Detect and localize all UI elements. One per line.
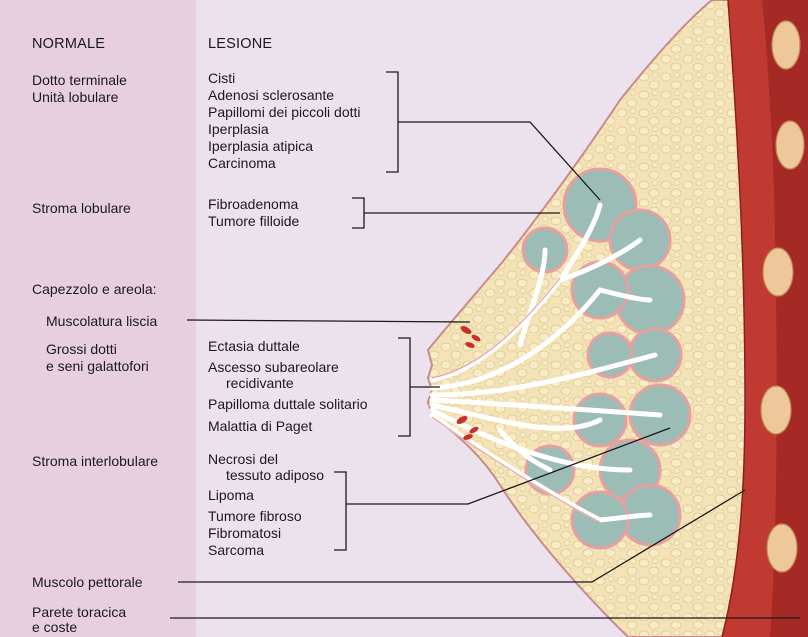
lesion-item: Adenosi sclerosante [208, 87, 334, 104]
lesion-item: Malattia di Paget [208, 418, 312, 435]
bracket-interlobular [334, 472, 346, 550]
rib [763, 248, 793, 296]
normal-interlobular-stroma: Stroma interlobulare [32, 453, 158, 470]
lesion-item: Ectasia duttale [208, 338, 300, 355]
lesion-item: Fibroadenoma [208, 196, 298, 213]
lesion-item: Sarcoma [208, 542, 264, 559]
lesion-item: Necrosi del [208, 451, 278, 468]
normal-ducts-line1: Grossi dotti [46, 341, 117, 358]
lesion-item: Iperplasia [208, 121, 269, 138]
lesion-item: Iperplasia atipica [208, 138, 313, 155]
normal-column-header: NORMALE [32, 36, 105, 53]
rib [776, 121, 804, 169]
lesion-item: Tumore fibroso [208, 508, 302, 525]
lesion-item: Ascesso subareolare [208, 359, 339, 376]
rib [767, 524, 797, 572]
lesion-item: recidivante [226, 375, 294, 392]
bracket-lobular-stroma [352, 198, 364, 228]
rib [761, 386, 791, 434]
bracket-tdlu [386, 72, 398, 172]
leader-smooth-muscle [187, 320, 470, 322]
normal-ducts-line2: e seni galattofori [46, 358, 149, 375]
normal-chest-wall-line2: e coste [32, 619, 77, 636]
lesion-item: Carcinoma [208, 155, 276, 172]
lesion-item: tessuto adiposo [226, 467, 324, 484]
normal-lobular-stroma: Stroma lobulare [32, 200, 131, 217]
normal-nipple-areola: Capezzolo e areola: [32, 281, 157, 298]
normal-smooth-muscle: Muscolatura liscia [46, 313, 157, 330]
normal-pectoral-muscle: Muscolo pettorale [32, 574, 143, 591]
normal-tdlu-line2: Unità lobulare [32, 89, 118, 106]
rib [772, 21, 800, 69]
normal-tdlu-line1: Dotto terminale [32, 72, 127, 89]
bracket-ducts [398, 338, 410, 436]
lesion-item: Fibromatosi [208, 525, 281, 542]
lesion-item: Papillomi dei piccoli dotti [208, 104, 361, 121]
lesion-item: Papilloma duttale solitario [208, 396, 368, 413]
lesion-item: Tumore filloide [208, 213, 299, 230]
lesion-item: Cisti [208, 70, 235, 87]
lesion-column-header: LESIONE [208, 36, 272, 53]
lesion-item: Lipoma [208, 487, 254, 504]
